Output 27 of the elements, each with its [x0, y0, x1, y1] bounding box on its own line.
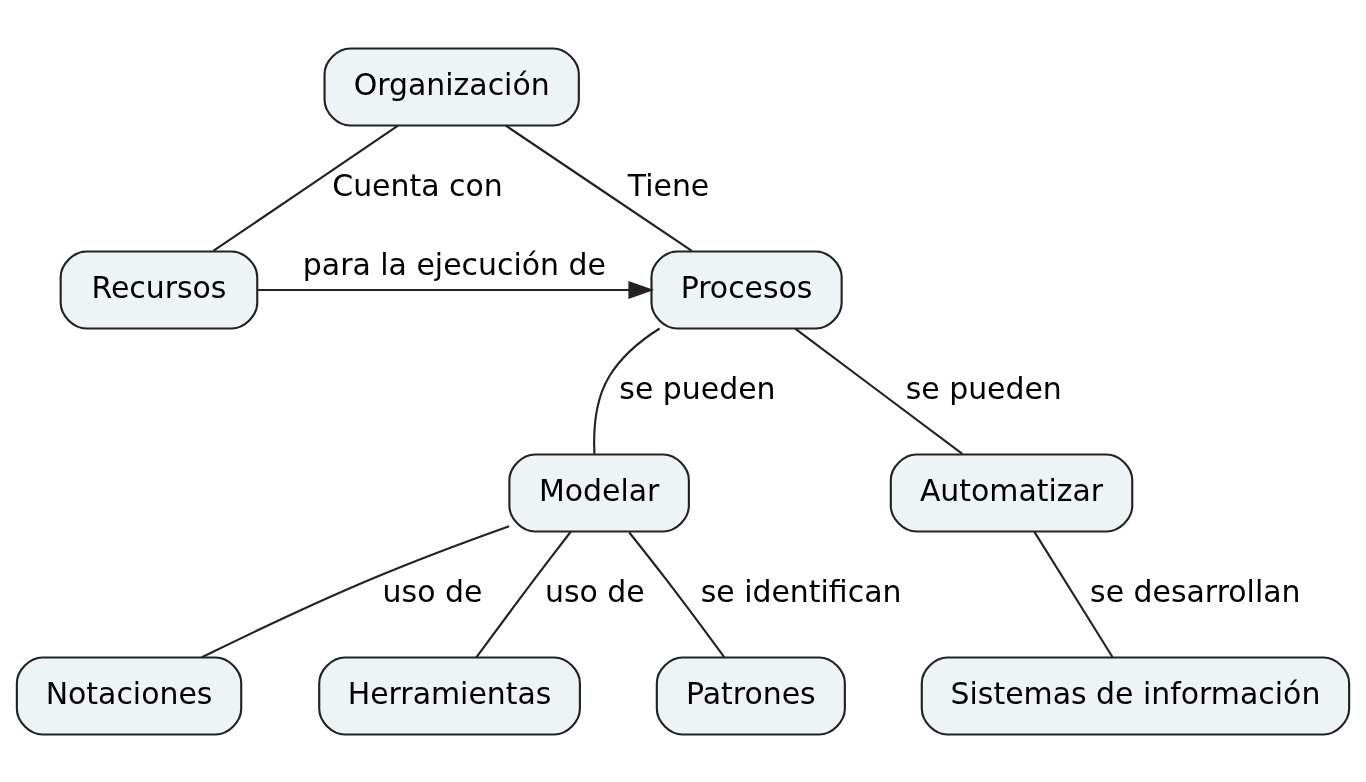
connector [1033, 530, 1114, 658]
node-box: Patrones [655, 655, 846, 736]
node-box: Modelar [508, 452, 690, 533]
connector [505, 124, 693, 252]
connector [475, 530, 572, 658]
connector [212, 124, 399, 252]
connector [794, 327, 963, 455]
edge-label: se pueden [905, 370, 1062, 406]
edge-label: Tiene [627, 167, 710, 203]
node-box: Recursos [59, 249, 259, 330]
node-box: Herramientas [318, 655, 581, 736]
connector [593, 327, 661, 454]
edge-label: uso de [382, 573, 483, 609]
node-box: Organización [323, 47, 580, 127]
node-box: Notaciones [15, 655, 243, 736]
edge-label: para la ejecución de [302, 246, 606, 282]
edge-label: uso de [544, 573, 645, 609]
arrow [257, 280, 655, 299]
node-box: Automatizar [889, 452, 1134, 533]
edge-label: se pueden [619, 370, 776, 406]
node-box: Sistemas de información [920, 655, 1351, 736]
edge-label: se desarrollan [1090, 573, 1301, 609]
edge-label: se identifican [700, 573, 902, 609]
connector [201, 524, 510, 658]
edge-label: Cuenta con [332, 167, 503, 203]
connector [628, 531, 726, 658]
node-box: Procesos [650, 249, 843, 330]
